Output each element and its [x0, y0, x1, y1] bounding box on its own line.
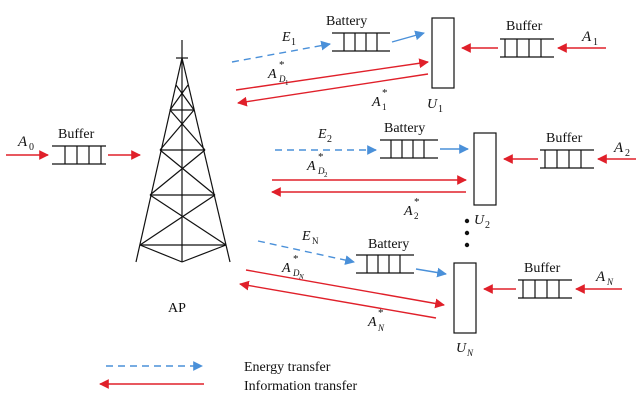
user-n-uplink-arrow	[239, 280, 437, 319]
user-2-group: E 2 Battery U 2 A * D 2 A * 2 Buffer A	[271, 121, 636, 231]
ap-arrival-label: A	[17, 134, 28, 150]
user-1-sub: 1	[438, 104, 443, 115]
user-2-buffer-label: Buffer	[546, 131, 583, 146]
user-1-uplink-arrow	[237, 73, 429, 107]
user-n-ul-sup: *	[378, 307, 384, 319]
user-1-downlink-arrow	[235, 58, 429, 91]
user-1-buffer-icon	[500, 38, 554, 58]
user-2-ul-sub: 2	[414, 211, 419, 221]
legend-energy-label: Energy transfer	[244, 360, 331, 375]
ellipsis-dots-icon	[464, 218, 470, 248]
ap-arrival-sub: 0	[29, 142, 34, 153]
user-1-name: U	[427, 97, 438, 112]
user-1-arrival-sub: 1	[593, 37, 598, 48]
user-n-energy-sub: N	[312, 236, 319, 246]
ap-tower-icon	[135, 40, 231, 263]
user-2-energy-sub: 2	[327, 134, 332, 145]
user-1-group: E 1 Battery U 1 A * D 1 A * 1 Buffer	[231, 14, 606, 115]
user-n-group: E N Battery U N A * D N A * N Buffer A	[239, 229, 622, 358]
user-2-name: U	[474, 213, 485, 228]
user-n-battery-out-arrow	[415, 267, 447, 278]
user-1-battery-label: Battery	[326, 14, 367, 29]
user-1-ul-sup: *	[382, 87, 388, 99]
ap-arrival: A 0	[6, 134, 49, 160]
user-n-dl-sub: D	[292, 268, 300, 278]
user-1-dl-label: A	[267, 67, 277, 82]
ap-label: AP	[168, 301, 186, 316]
user-1-energy-arrow	[231, 40, 331, 63]
user-n-energy-arrow	[257, 240, 355, 265]
user-1-arrival-label: A	[581, 29, 592, 45]
user-2-sub: 2	[485, 220, 490, 231]
user-1-dl-subsub: 1	[285, 79, 289, 87]
user-2-arrival-label: A	[613, 140, 624, 156]
user-1-ul-label: A	[371, 95, 381, 110]
user-n-dl-subsub: N	[298, 273, 304, 281]
user-n-buffer-label: Buffer	[524, 261, 561, 276]
user-n-downlink-arrow	[245, 269, 445, 309]
user-1-battery-out-arrow	[391, 30, 425, 43]
user-2-buffer-icon	[540, 149, 594, 169]
user-n-energy-label: E	[301, 229, 311, 244]
user-2-ul-sup: *	[414, 196, 420, 208]
user-n-dl-label: A	[281, 261, 291, 276]
user-n-ul-sub: N	[377, 323, 385, 333]
user-2-energy-label: E	[317, 127, 327, 142]
user-n-arrival-label: A	[595, 269, 606, 285]
user-n-buffer-icon	[518, 279, 572, 299]
user-1-buffer-label: Buffer	[506, 19, 543, 34]
user-n-name: U	[456, 341, 467, 356]
user-n-node	[453, 262, 477, 334]
user-2-dl-sub: D	[317, 166, 325, 176]
user-2-arrival-sub: 2	[625, 148, 630, 159]
user-1-ul-sub: 1	[382, 102, 387, 112]
legend: Energy transfer Information transfer	[99, 360, 357, 394]
user-2-dl-subsub: 2	[324, 171, 328, 179]
user-2-battery-label: Battery	[384, 121, 425, 136]
user-2-battery-icon	[380, 139, 438, 159]
user-1-battery-icon	[332, 32, 390, 52]
legend-info-label: Information transfer	[244, 379, 357, 394]
user-1-node	[431, 17, 455, 89]
user-1-energy-label: E	[281, 30, 291, 45]
user-n-battery-label: Battery	[368, 237, 409, 252]
user-n-arrival-sub: N	[606, 277, 614, 287]
ap-buffer-icon	[52, 145, 106, 165]
user-2-ul-label: A	[403, 204, 413, 219]
user-1-energy-sub: 1	[291, 37, 296, 48]
user-n-ul-label: A	[367, 315, 377, 330]
user-n-dl-sup: *	[293, 253, 299, 265]
user-1-dl-sub: D	[278, 74, 286, 84]
ap-buffer-label: Buffer	[58, 127, 95, 142]
user-2-dl-sup: *	[318, 151, 324, 163]
user-1-dl-sup: *	[279, 59, 285, 71]
user-2-node	[473, 132, 497, 206]
user-n-battery-icon	[356, 254, 414, 274]
user-n-sub: N	[466, 348, 474, 358]
user-2-dl-label: A	[306, 159, 316, 174]
